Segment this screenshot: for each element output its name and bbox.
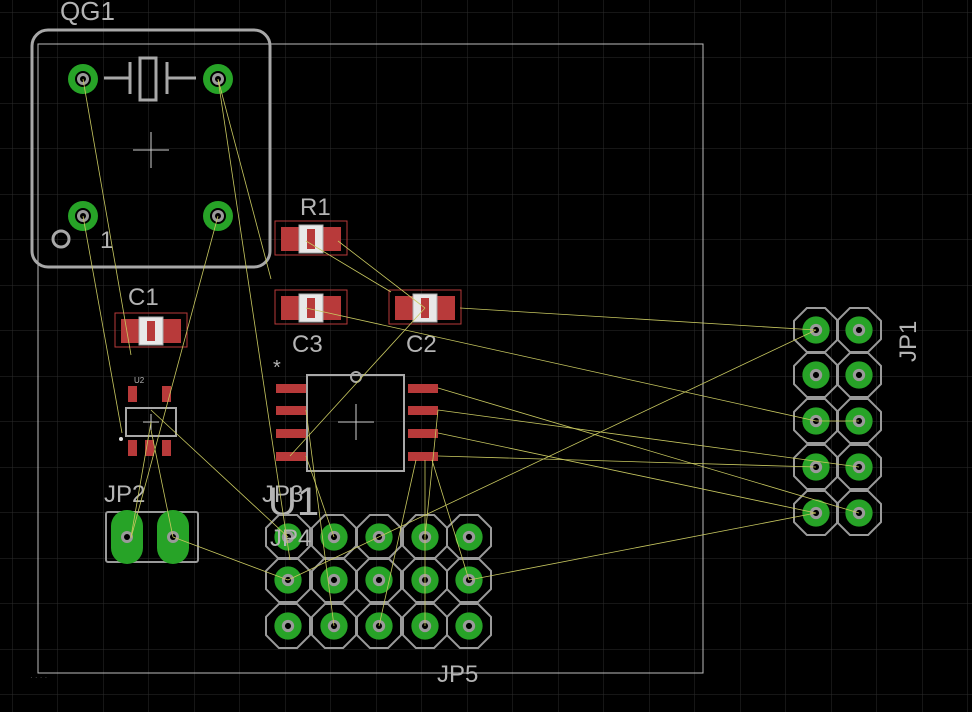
u1-pad [276,384,306,393]
airwires [82,78,860,627]
c1-label: C1 [128,284,159,311]
pad[interactable] [446,603,492,649]
pad[interactable] [356,557,402,603]
component-r1[interactable] [274,220,348,256]
r1-label: R1 [300,194,331,221]
u1-pad [276,406,306,415]
component-c1[interactable] [114,312,188,348]
u1-pad [276,429,306,438]
component-u1[interactable]: * U1 [268,357,438,524]
component-c3[interactable] [274,289,348,325]
corner-mark: · · · · [30,673,47,682]
component-u2[interactable]: U2 [119,376,177,456]
jp4-label: JP4 [270,525,311,552]
c3-label: C3 [292,331,323,358]
u1-pad [276,452,306,461]
circle-icon [51,229,71,249]
component-qg1[interactable]: QG1 1 [30,0,272,269]
u2-label: U2 [134,376,145,385]
c2-label: C2 [406,331,437,358]
jp3-label: JP3 [262,481,303,508]
pad[interactable] [265,603,311,649]
u1-marker: * [273,357,281,379]
u1-pad [408,384,438,393]
jp2-label: JP2 [104,481,145,508]
u1-pad [408,452,438,461]
jp1-label: JP1 [895,321,922,362]
crosshair-icon [133,132,169,168]
pad[interactable] [836,352,882,398]
board-outline [37,43,704,674]
pad[interactable] [793,352,839,398]
u1-pad [408,406,438,415]
u1-pad [408,429,438,438]
crosshair-icon [338,404,374,440]
pad[interactable] [402,603,448,649]
qg1-label: QG1 [60,0,115,26]
jp5-label: JP5 [437,661,478,688]
